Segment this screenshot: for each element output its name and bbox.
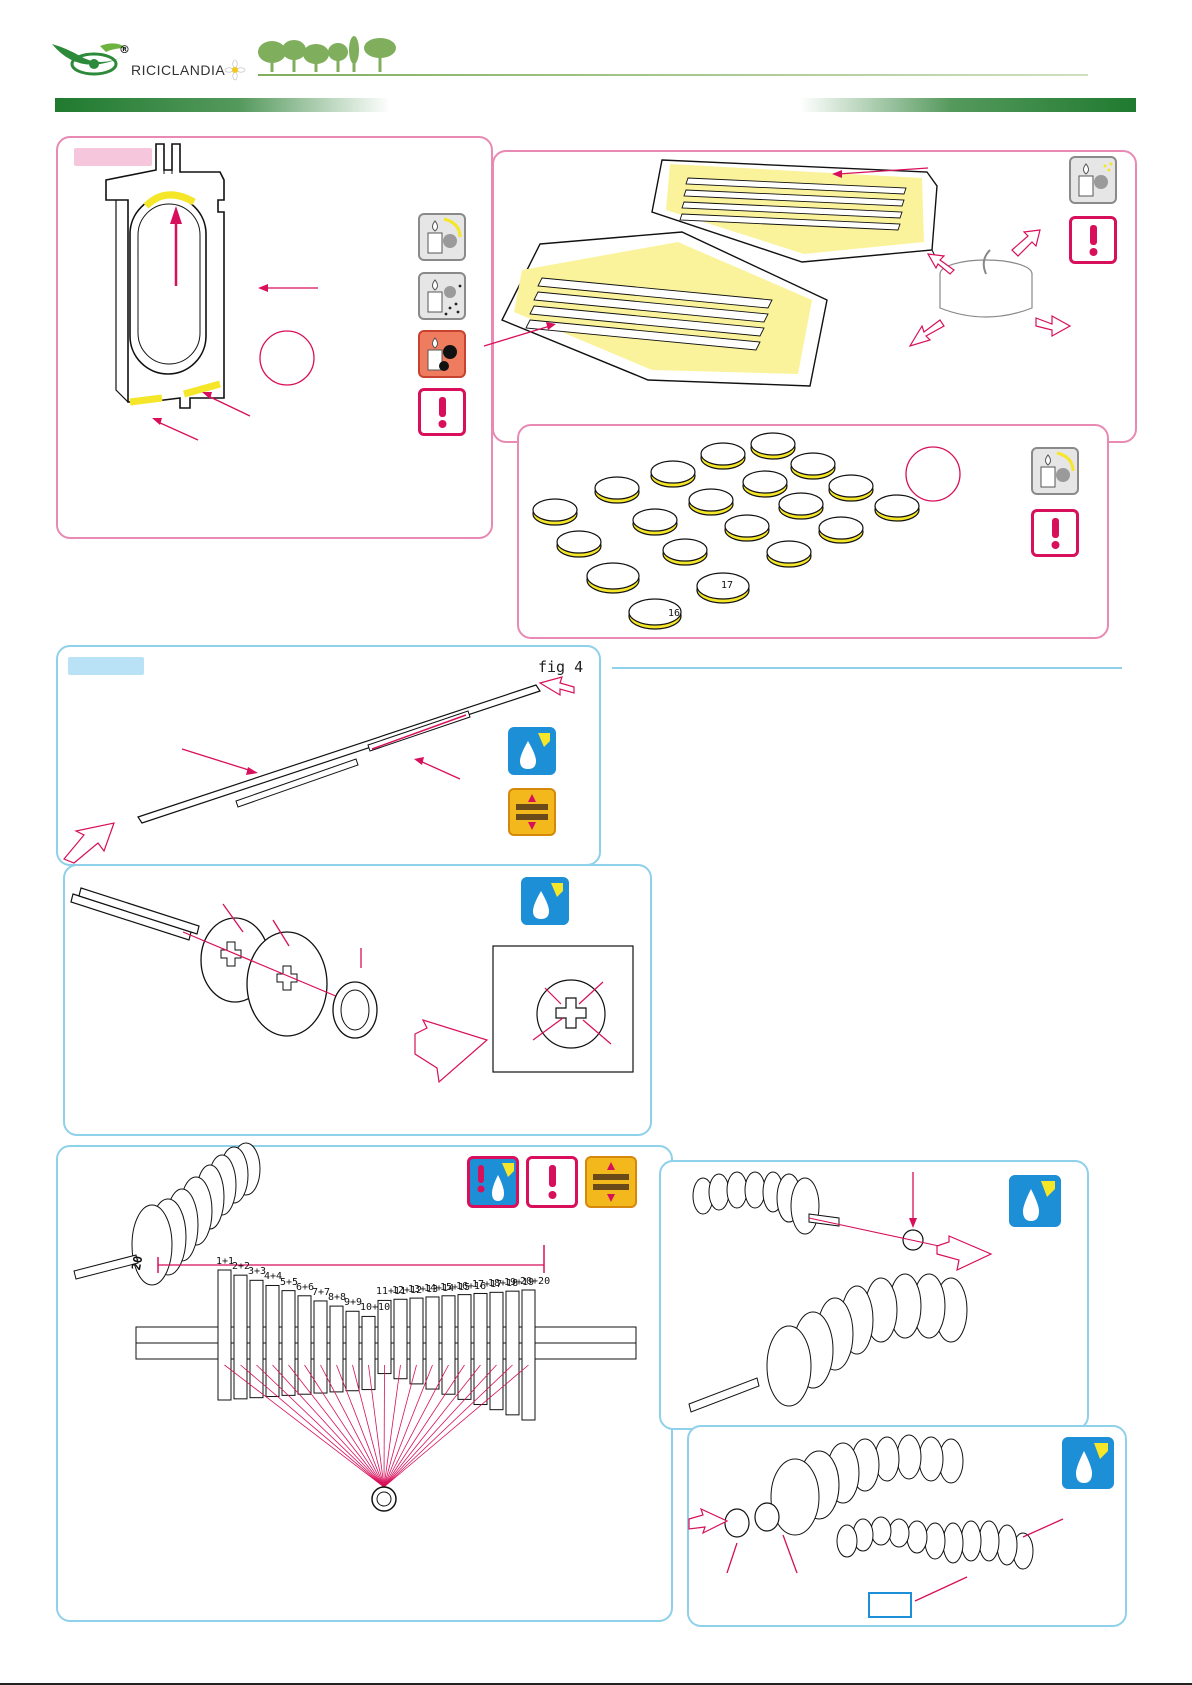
disc-bar: [522, 1290, 535, 1420]
disc-mark: 16: [668, 608, 680, 619]
frame-part-illustration: [100, 140, 430, 440]
disc-order-line: [384, 1365, 433, 1487]
disc-bar: [442, 1296, 455, 1394]
glue-drop-icon: [1009, 1175, 1061, 1227]
glue-drop-icon: [521, 877, 569, 925]
disc-order-line: [384, 1365, 385, 1487]
glue-warning-icon: [467, 1156, 519, 1208]
trees-illustration: [258, 38, 408, 78]
header-bar-right: [800, 98, 1136, 112]
glue-drop-icon: [1062, 1437, 1114, 1489]
candle-sparkle-icon: [418, 272, 466, 320]
candle-heavy-icon: [418, 330, 466, 378]
discs-illustration: [517, 424, 1109, 639]
daisy-icon: [225, 60, 245, 80]
disc-bar: [362, 1316, 375, 1389]
final-caps-illustration: [687, 1425, 1127, 1627]
disc-order-illustration: [56, 1145, 673, 1622]
warning-icon: [526, 1156, 578, 1208]
brand-name: RICICLANDIA: [131, 62, 225, 78]
candle-light-icon: [1069, 156, 1117, 204]
disc-bar: [250, 1280, 263, 1397]
end-disc-number: 20: [129, 1255, 145, 1272]
header-bar-left: [55, 98, 390, 112]
disc-order-label: 10+10: [360, 1302, 390, 1313]
disc-order-line: [369, 1365, 385, 1487]
disc-bar: [314, 1301, 327, 1393]
disc-bar: [282, 1291, 295, 1396]
glue-drop-icon: [508, 727, 556, 775]
disc-bar: [330, 1306, 343, 1392]
disc-order-line: [384, 1365, 497, 1487]
grid-plates-illustration: [492, 150, 1137, 440]
candle-light-icon: [418, 213, 466, 261]
disc-bar: [218, 1270, 231, 1400]
disc-bar: [458, 1295, 471, 1400]
disc-order-line: [384, 1365, 465, 1487]
warning-icon: [1031, 509, 1079, 557]
warning-icon: [1069, 216, 1117, 264]
sanding-icon: [585, 1156, 637, 1208]
sanding-icon: [508, 788, 556, 836]
disc-bar: [506, 1291, 519, 1415]
header-rule: [258, 74, 1088, 76]
disc-order-label: 20+20: [520, 1276, 550, 1287]
candle-light-icon: [1031, 447, 1079, 495]
disc-bar: [346, 1311, 359, 1390]
trademark: ®: [119, 43, 130, 56]
section-rule: [612, 667, 1122, 669]
disc-order-line: [384, 1365, 529, 1487]
disc-bar: [410, 1298, 423, 1384]
disc-order-line: [384, 1365, 417, 1487]
riciclandia-logo: [50, 38, 130, 82]
disc-mark: 17: [721, 580, 733, 591]
disc-bar: [426, 1297, 439, 1389]
warning-icon: [418, 388, 466, 436]
